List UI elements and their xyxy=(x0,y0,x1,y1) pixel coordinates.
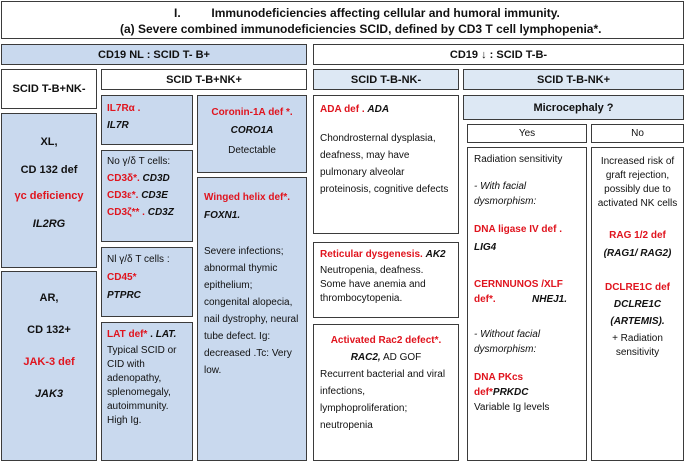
cd45-name: CD45* xyxy=(107,272,137,283)
ar-box: AR, CD 132+ JAK-3 def JAK3 xyxy=(1,271,97,461)
xlf-name: CERNNUNOS /XLF def*. xyxy=(474,279,563,305)
ar-cd132: CD 132+ xyxy=(27,324,71,336)
title-text-1: Immunodeficiencies affecting cellular an… xyxy=(211,6,560,20)
yes-box: Radiation sensitivity - With facial dysm… xyxy=(467,147,587,461)
prkdc-note: Variable Ig levels xyxy=(474,402,550,413)
lat-description: Typical SCID or CID with adenopathy, spl… xyxy=(107,345,177,426)
pk-row: DNA PKcs def*PRKDC xyxy=(474,370,580,400)
dclre1c-gene: DCLRE1C xyxy=(613,299,662,310)
left-header: CD19 NL : SCID T- B+ xyxy=(1,44,307,65)
lat-gene: LAT. xyxy=(155,329,177,340)
il7r-gene: IL7R xyxy=(107,120,129,131)
rag-name: RAG 1/2 def xyxy=(609,230,666,241)
dclre1c-name: DCLRE1C def xyxy=(604,282,670,293)
rac2-description: Recurrent bacterial and viral infections… xyxy=(320,369,446,431)
ada-title: ADA def . ADA xyxy=(320,101,452,118)
reticular-name: Reticular dysgenesis. xyxy=(320,249,423,260)
cd45-gene: PTPRC xyxy=(107,290,141,301)
xlf-gene: NHEJ1. xyxy=(532,294,568,305)
title-line-2: (a) Severe combined immunodeficiencies S… xyxy=(120,22,602,36)
xl-gene: IL2RG xyxy=(32,218,66,230)
right-header: CD19 ↓ : SCID T-B- xyxy=(313,44,684,65)
prkdc-name: DNA PKcs def* xyxy=(474,372,524,398)
rac2-gene: RAC2, xyxy=(350,352,381,363)
winged-helix-box: Winged helix def*. FOXN1. Severe infecti… xyxy=(197,177,307,461)
ada-name: ADA def . xyxy=(320,104,365,115)
cd3-intro: No γ/δ T cells: xyxy=(107,156,171,167)
cd3e-gene: CD3E xyxy=(141,190,168,201)
dclre1c-note: + Radiation sensitivity xyxy=(612,333,663,358)
prkdc-gene: PRKDC xyxy=(492,387,529,398)
cd3d-name: CD3δ*. xyxy=(107,173,140,184)
reticular-title: Reticular dysgenesis. AK2 xyxy=(320,248,452,262)
scid-tbnk-plus-header: SCID T-B+NK+ xyxy=(101,69,307,90)
cd3-box: No γ/δ T cells: CD3δ*. CD3D CD3ε*. CD3E … xyxy=(101,150,193,242)
cd3e-row: CD3ε*. CD3E xyxy=(107,189,187,203)
cd3d-row: CD3δ*. CD3D xyxy=(107,172,187,186)
no-description: Increased risk of graft rejection, possi… xyxy=(597,156,678,209)
title-box: I. Immunodeficiencies affecting cellular… xyxy=(1,1,684,39)
rag-gene: (RAG1/ RAG2) xyxy=(603,248,672,259)
xl-box: XL, CD 132 def γc deficiency IL2RG xyxy=(1,113,97,268)
scid-tb-nk-plus-header: SCID T-B-NK+ xyxy=(463,69,684,90)
cd3z-gene: CD3Z xyxy=(147,207,174,218)
xl-cd132: CD 132 def xyxy=(20,164,78,176)
title-line-1: I. Immunodeficiencies affecting cellular… xyxy=(174,6,560,21)
ada-box: ADA def . ADA Chondrosternal dysplasia, … xyxy=(313,95,459,234)
artemis-alias: (ARTEMIS). xyxy=(610,316,665,327)
lat-box: LAT def* . LAT. Typical SCID or CID with… xyxy=(101,322,193,461)
rac2-box: Activated Rac2 defect*. RAC2, AD GOF Rec… xyxy=(313,324,459,461)
lat-name: LAT def* xyxy=(107,329,148,340)
il7r-box: IL7Rα . IL7R xyxy=(101,95,193,145)
coronin-gene: CORO1A xyxy=(230,125,274,136)
lat-title: LAT def* . LAT. xyxy=(107,328,187,342)
coronin-box: Coronin-1A def *. CORO1A Detectable xyxy=(197,95,307,173)
xl-label: XL, xyxy=(40,136,58,148)
reticular-dysgenesis-box: Reticular dysgenesis. AK2 Neutropenia, d… xyxy=(313,242,459,318)
cd3z-name: CD3ζ** . xyxy=(107,207,145,218)
title-number: I. xyxy=(174,6,181,20)
ar-jak3: JAK-3 def xyxy=(23,356,75,368)
rac2-name: Activated Rac2 defect*. xyxy=(330,335,442,346)
scid-tb-nk-minus-header: SCID T-B-NK- xyxy=(313,69,459,90)
il7r-name: IL7Rα . xyxy=(107,103,141,114)
cd3z-row: CD3ζ** . CD3Z xyxy=(107,206,187,220)
microcephaly-no: No xyxy=(591,124,684,143)
coronin-name: Coronin-1A def *. xyxy=(211,107,293,118)
microcephaly-yes: Yes xyxy=(467,124,587,143)
ada-gene: ADA xyxy=(367,104,390,115)
microcephaly-box: Microcephaly ? xyxy=(463,95,684,120)
winged-helix-name: Winged helix def*. xyxy=(204,192,291,203)
rac2-gene-row: RAC2, AD GOF xyxy=(320,349,452,366)
cd3e-name: CD3ε*. xyxy=(107,190,139,201)
scid-tbnk-minus-header: SCID T-B+NK- xyxy=(1,69,97,109)
winged-helix-gene: FOXN1. xyxy=(204,210,241,221)
lat-sep: . xyxy=(147,329,156,340)
no-box: Increased risk of graft rejection, possi… xyxy=(591,147,684,461)
xl-gamma-c: γc deficiency xyxy=(14,190,84,202)
ar-label: AR, xyxy=(39,292,59,304)
lig4-name: DNA ligase IV def . xyxy=(474,224,562,235)
lig4-gene: LIG4 xyxy=(474,242,497,253)
reticular-gene: AK2 xyxy=(425,249,446,260)
ar-gene: JAK3 xyxy=(34,388,64,400)
cd45-intro: Nl γ/δ T cells : xyxy=(107,254,170,265)
radiation-sensitivity-label: Radiation sensitivity xyxy=(474,154,563,165)
cd45-box: Nl γ/δ T cells : CD45* PTPRC xyxy=(101,247,193,317)
with-facial-label: - With facial dysmorphism: xyxy=(474,181,537,207)
cd3d-gene: CD3D xyxy=(142,173,170,184)
rac2-gene-note: AD GOF xyxy=(380,352,422,363)
ada-description: Chondrosternal dysplasia, deafness, may … xyxy=(320,133,449,195)
coronin-note: Detectable xyxy=(228,145,276,156)
without-facial-label: - Without facial dysmorphism: xyxy=(474,329,541,355)
winged-helix-description: Severe infections; abnormal thymic epith… xyxy=(204,246,299,376)
reticular-description: Neutropenia, deafness. Some have anemia … xyxy=(320,265,426,304)
